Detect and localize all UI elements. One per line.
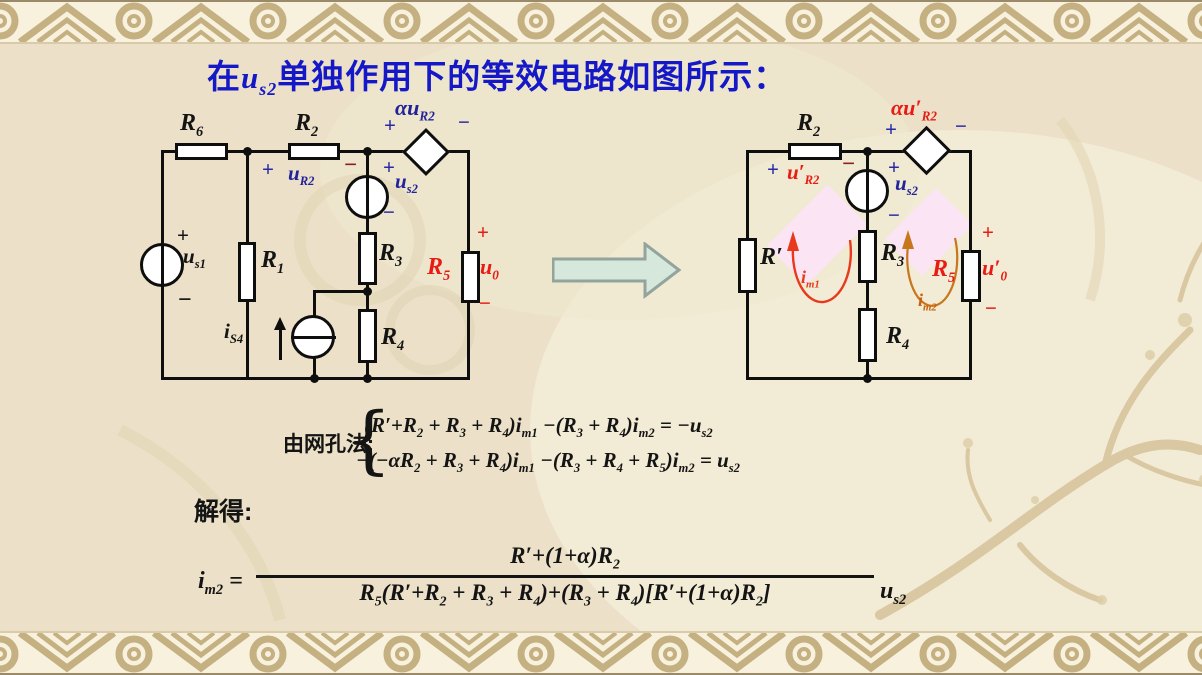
resistor-r5 bbox=[461, 251, 480, 303]
mesh-equation-2: −(−αR2 + R3 + R4)im1 −(R3 + R4 + R5)im2 … bbox=[356, 448, 740, 476]
resistor-r6 bbox=[175, 143, 228, 160]
fraction-bar bbox=[256, 575, 874, 579]
ornamental-border-top bbox=[0, 0, 1202, 44]
wire-is4-lead-bottom bbox=[313, 358, 316, 379]
ornamental-border-bottom bbox=[0, 631, 1202, 675]
wire-bottom bbox=[746, 377, 972, 380]
mesh-method-label: 由网孔法: bbox=[283, 433, 374, 456]
title-variable: us2 bbox=[241, 60, 278, 100]
polarity-plus: + bbox=[177, 223, 189, 247]
resistor-label-r5: R5 bbox=[427, 254, 451, 284]
polarity-minus: − bbox=[955, 114, 967, 138]
swirl-watermark bbox=[117, 116, 1105, 622]
polarity-minus: − bbox=[178, 287, 192, 313]
polarity-plus: + bbox=[383, 155, 395, 179]
resistor-r2 bbox=[788, 143, 842, 160]
polarity-plus: + bbox=[982, 220, 994, 244]
mesh-arrow-im1-head bbox=[787, 231, 799, 251]
polarity-minus: − bbox=[344, 152, 358, 177]
resistor-label-r4: R4 bbox=[886, 323, 910, 353]
polarity-plus: + bbox=[885, 117, 897, 141]
dependent-source-diamond bbox=[401, 127, 451, 177]
voltage-label-u0-prime: u′0 bbox=[982, 255, 1008, 284]
solve-label: 解得: bbox=[194, 498, 253, 526]
result-lhs: im2 = bbox=[198, 568, 243, 598]
resistor-label-r3: R3 bbox=[881, 240, 905, 270]
resistor-label-r4: R4 bbox=[381, 324, 405, 354]
junction-dot bbox=[363, 374, 372, 383]
voltage-label-us1: us1 bbox=[183, 244, 206, 272]
polarity-plus: + bbox=[262, 157, 274, 181]
polarity-minus: − bbox=[985, 296, 997, 320]
junction-dot bbox=[310, 374, 319, 383]
resistor-r-prime bbox=[738, 238, 757, 293]
resistor-r4 bbox=[858, 308, 877, 362]
polarity-minus: − bbox=[458, 110, 470, 134]
junction-dot bbox=[863, 147, 872, 156]
resistor-label-r1: R1 bbox=[261, 247, 285, 277]
resistor-label-r2: R2 bbox=[295, 110, 319, 140]
title-pre: 在 bbox=[207, 58, 241, 95]
polarity-plus: + bbox=[384, 113, 396, 137]
fraction-denominator: R5(R′+R2 + R3 + R4)+(R3 + R4)[R′+(1+α)R2… bbox=[359, 580, 771, 610]
resistor-r3 bbox=[858, 230, 877, 283]
voltage-label-ur2-prime: u′R2 bbox=[787, 160, 820, 188]
mesh-arrow-im2-head bbox=[902, 230, 914, 249]
wire-top bbox=[746, 150, 972, 153]
dependent-source-label: αu′R2 bbox=[891, 95, 937, 124]
current-label-is4: iS4 bbox=[224, 319, 244, 347]
resistor-label-r2: R2 bbox=[797, 110, 821, 140]
mesh-arrow-im1 bbox=[791, 239, 853, 304]
is4-arrow-shaft bbox=[279, 328, 282, 360]
mesh-current-label-im1: im1 bbox=[801, 267, 820, 291]
resistor-r5 bbox=[961, 250, 981, 302]
polarity-minus: − bbox=[842, 151, 856, 176]
mesh-current-label-im2: im2 bbox=[918, 290, 937, 314]
polarity-minus: − bbox=[383, 200, 395, 224]
is4-arrow-head bbox=[274, 317, 286, 330]
mesh-arrow-im2 bbox=[906, 237, 959, 307]
left-circuit-diagram: R6 R2 αuR2 + − + uR2 − + us2 − + us1 − R… bbox=[140, 95, 530, 400]
polarity-plus: + bbox=[767, 157, 779, 181]
branch-watermark bbox=[875, 241, 1202, 620]
wire-is4-lead-top bbox=[313, 290, 316, 318]
resistor-label-r-prime: R′ bbox=[760, 244, 783, 270]
polarity-minus: − bbox=[888, 203, 900, 227]
current-source-chord bbox=[291, 336, 336, 339]
resistor-label-r6: R6 bbox=[180, 110, 204, 140]
result-fraction: R′+(1+α)R2 R5(R′+R2 + R3 + R4)+(R3 + R4)… bbox=[256, 543, 874, 610]
resistor-r2 bbox=[288, 143, 340, 160]
dependent-source-label: αuR2 bbox=[395, 95, 435, 124]
voltage-label-us2: us2 bbox=[395, 169, 418, 197]
voltage-label-us2: us2 bbox=[895, 171, 918, 199]
polarity-minus: − bbox=[479, 291, 491, 315]
fraction-numerator: R′+(1+α)R2 bbox=[510, 543, 620, 572]
polarity-plus: + bbox=[888, 155, 900, 179]
mesh-equation-1: (R′+R2 + R3 + R4)im1 −(R3 + R4)im2 = −us… bbox=[364, 413, 713, 441]
wire-left bbox=[161, 150, 164, 380]
mesh-current-arrows bbox=[787, 230, 959, 307]
blossom-watermark bbox=[963, 313, 1202, 605]
junction-dot bbox=[863, 374, 872, 383]
voltage-label-ur2: uR2 bbox=[288, 161, 315, 189]
page-title: 在us2单独作用下的等效电路如图所示： bbox=[207, 50, 787, 100]
resistor-r4 bbox=[358, 309, 377, 363]
resistor-r1 bbox=[238, 242, 256, 302]
junction-dot bbox=[363, 147, 372, 156]
resistor-r3 bbox=[358, 232, 377, 285]
equation-system-brace: { bbox=[345, 397, 393, 483]
resistor-label-r3: R3 bbox=[379, 240, 403, 270]
transform-arrow bbox=[552, 242, 682, 300]
junction-dot bbox=[243, 147, 252, 156]
resistor-label-r5: R5 bbox=[932, 256, 956, 286]
polarity-plus: + bbox=[477, 220, 489, 244]
voltage-label-u0: u0 bbox=[480, 254, 499, 283]
junction-dot bbox=[363, 287, 372, 296]
wire-is4-horizontal bbox=[313, 290, 369, 293]
title-post: 单独作用下的等效电路如图所示： bbox=[277, 58, 788, 95]
right-circuit-diagram: R2 + u′R2 − αu′R2 + − + us2 − R′ R3 R4 R… bbox=[715, 95, 1025, 400]
result-multiplier: us2 bbox=[880, 578, 907, 608]
